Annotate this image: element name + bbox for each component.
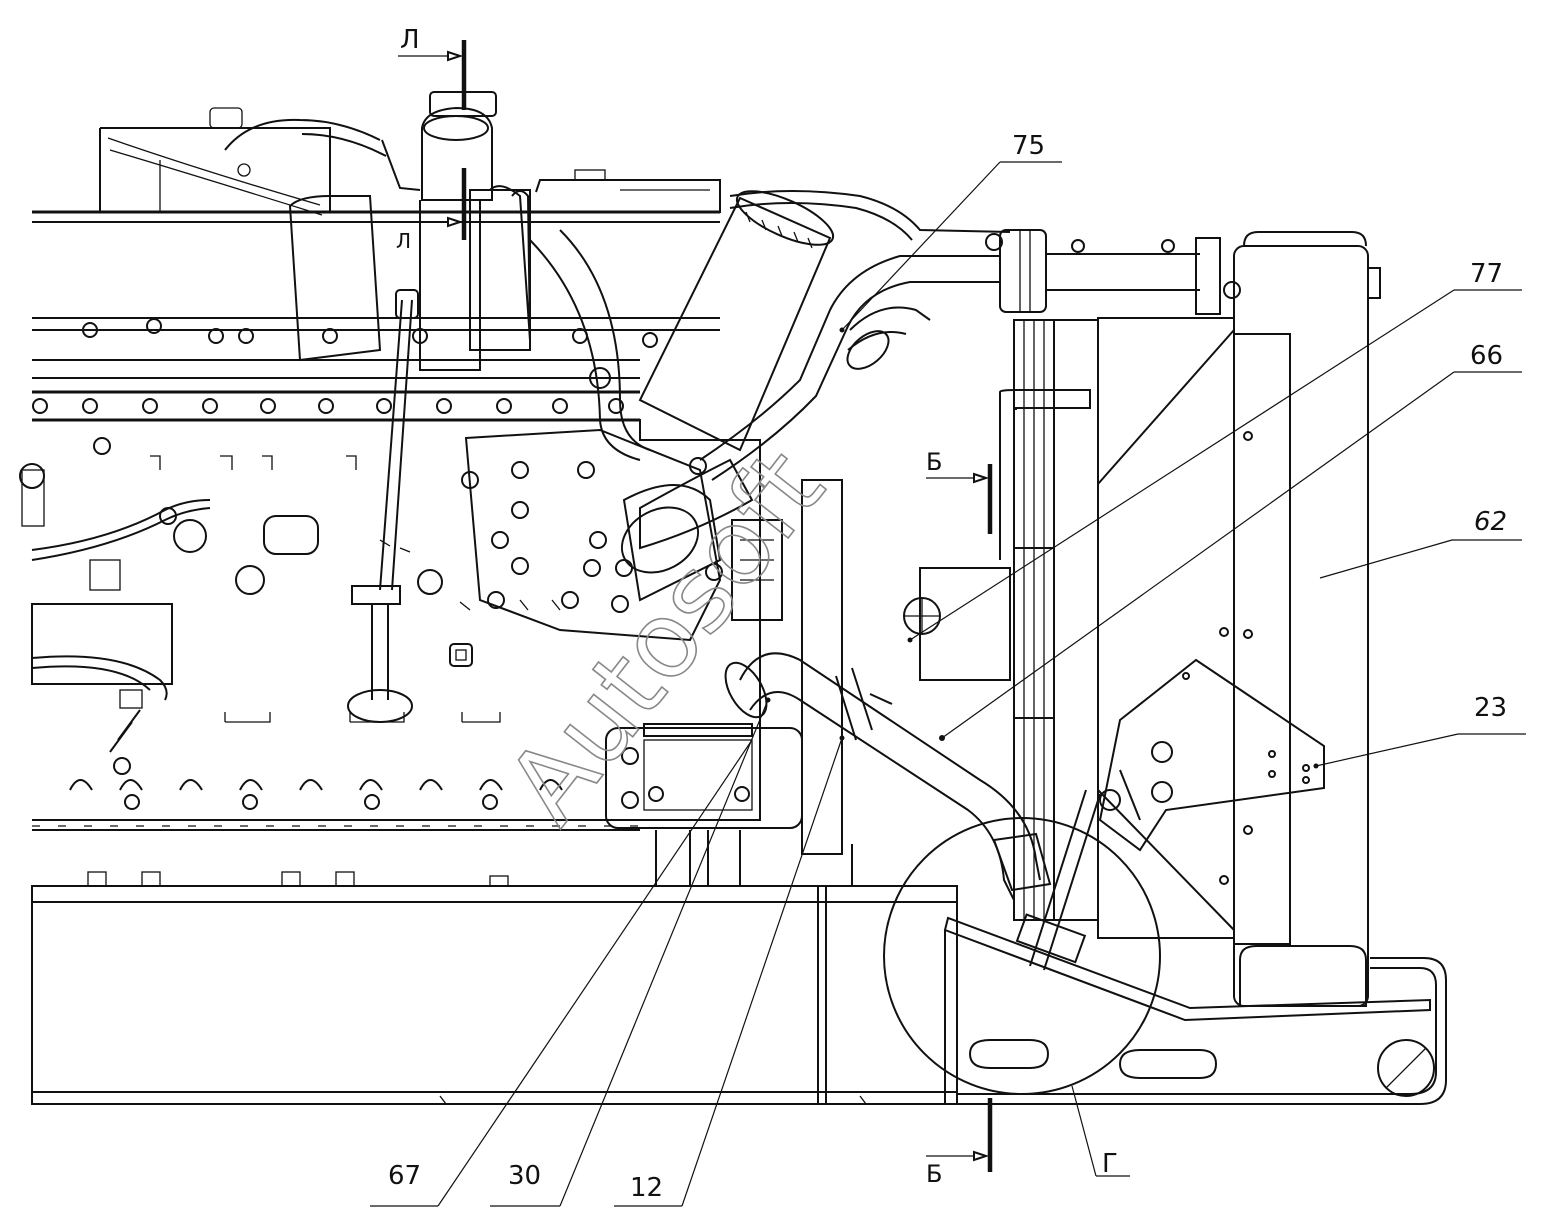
section-label-l-mid: Л bbox=[396, 229, 411, 253]
callout-label-66: 66 bbox=[1470, 341, 1503, 371]
callout-23: 23 bbox=[1313, 693, 1526, 769]
callout-62: 62 bbox=[1319, 507, 1522, 579]
section-label-b-mid: Б bbox=[926, 448, 942, 476]
callout-label-77: 77 bbox=[1470, 259, 1503, 289]
section-marker-b-bottom: Б bbox=[926, 1098, 993, 1188]
intake-tube bbox=[529, 190, 1000, 574]
bolt-row-head bbox=[32, 318, 658, 414]
detail-label-g: Г bbox=[1102, 1149, 1118, 1179]
charge-air-pipe bbox=[729, 190, 1241, 370]
fuel-pump-assembly bbox=[461, 428, 783, 642]
callout-75: 75 bbox=[839, 131, 1062, 333]
callout-label-75: 75 bbox=[1012, 131, 1045, 161]
callout-12: 12 bbox=[614, 735, 845, 1207]
callout-30: 30 bbox=[490, 697, 771, 1207]
section-marker-b-mid: Б bbox=[926, 448, 993, 534]
turbo-intake bbox=[224, 91, 721, 723]
callout-67: 67 bbox=[370, 739, 753, 1207]
callout-label-67: 67 bbox=[388, 1161, 421, 1191]
callout-label-30: 30 bbox=[508, 1161, 541, 1191]
section-marker-l-top: Л bbox=[398, 25, 467, 110]
callout-label-23: 23 bbox=[1474, 693, 1507, 723]
watermark: Autosoft bbox=[484, 428, 848, 846]
callout-66: 66 bbox=[939, 341, 1522, 741]
section-label-b-bottom: Б bbox=[926, 1160, 942, 1188]
callout-77: 77 bbox=[907, 259, 1522, 643]
callout-label-12: 12 bbox=[630, 1173, 663, 1203]
frame-base bbox=[31, 871, 1447, 1105]
section-label-l-top: Л bbox=[400, 25, 420, 55]
callout-label-62: 62 bbox=[1474, 507, 1507, 537]
detail-view-g: Г bbox=[883, 817, 1161, 1179]
section-marker-l-mid: Л bbox=[396, 168, 467, 253]
cylinder-bays bbox=[19, 437, 563, 810]
